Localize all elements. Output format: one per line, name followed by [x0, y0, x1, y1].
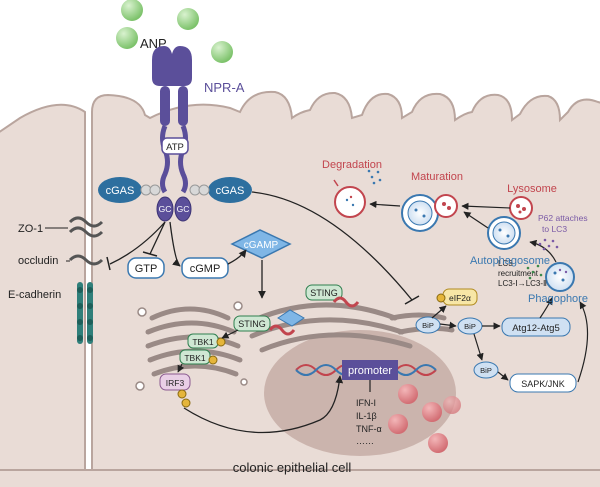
arrow-tbk1-to-irf3	[177, 363, 185, 373]
arrow-atg-to-phagophore	[539, 297, 553, 319]
sting-protein-left	[233, 315, 296, 336]
atg-label: Atg12-Atg5	[512, 323, 560, 334]
cytokine-1: IFN-I	[356, 398, 376, 408]
gtp-label: GTP	[135, 263, 158, 275]
degradation-debris	[367, 169, 382, 185]
left-cell	[0, 103, 86, 471]
atp-label: ATP	[166, 142, 184, 153]
bip-1	[415, 316, 441, 334]
tbk1-dimer	[179, 333, 226, 365]
cgamp-bound	[277, 309, 305, 327]
p62-line-1: P62 attaches	[538, 213, 588, 223]
eif2a-label: eIF2α	[449, 293, 471, 303]
maturation-label: Maturation	[411, 171, 463, 183]
atg-box	[501, 317, 571, 337]
cell-base	[0, 469, 600, 487]
cgas-right-label: cGAS	[216, 185, 245, 197]
arrow-sting-to-tbk1	[221, 329, 239, 339]
inhibit-cgas-to-er	[251, 191, 413, 301]
lysosome-vesicle	[509, 196, 533, 220]
bip-1-label: BiP	[422, 321, 434, 330]
gc-label-right: GC	[177, 204, 190, 214]
promoter-label: promoter	[348, 365, 392, 377]
lc3-line-2: recruitment	[498, 269, 539, 278]
cytokine-3: TNF-α	[356, 424, 382, 434]
occludin-label: occludin	[18, 255, 58, 267]
sapk-box	[509, 373, 577, 393]
arrow-cgmp-to-cgamp	[227, 249, 247, 265]
irf3-label: IRF3	[166, 378, 185, 388]
arrow-bip-to-sapk	[497, 371, 509, 381]
arrow-phagophore-to-autophagosome	[529, 239, 557, 263]
eif2a-protein	[436, 288, 478, 306]
bip-2-label: BiP	[464, 322, 476, 331]
cytokine-4: ……	[356, 436, 374, 446]
promoter-box	[342, 360, 398, 380]
junction-proteins	[68, 216, 104, 344]
degradation-label: Degradation	[322, 159, 382, 171]
lysosome-label: Lysosome	[507, 183, 557, 195]
arrow-irf3-to-promoter	[183, 375, 344, 434]
npr-a-label: NPR-A	[204, 80, 245, 95]
npr-a-receptor	[152, 46, 192, 222]
irf3-protein	[159, 373, 191, 408]
arrow-sapk-to-phagophore	[577, 301, 589, 383]
phagophore-label: Phagophore	[528, 293, 588, 305]
sting-protein-top	[305, 284, 360, 308]
inhibit-to-junction	[109, 221, 166, 265]
lc3-line-1: LC3	[498, 259, 513, 268]
tbk1-bottom-label: TBK1	[184, 353, 206, 363]
bip-3-label: BiP	[480, 366, 492, 375]
tbk1-top-label: TBK1	[192, 337, 214, 347]
cgas-left-label: cGAS	[106, 185, 135, 197]
p62-line-2: to LC3	[542, 224, 567, 234]
nucleus	[264, 330, 456, 456]
lc3-dots	[526, 264, 543, 280]
sting-left-label: STING	[238, 319, 266, 329]
atp-box	[161, 137, 189, 155]
autophagosome-label: Autophagosome	[470, 255, 550, 267]
gc-label-left: GC	[159, 204, 172, 214]
cell-name: colonic epithelial cell	[233, 460, 352, 475]
gtp-box	[127, 257, 165, 279]
e-cadherin-label: E-cadherin	[8, 289, 61, 301]
inhibit-bar-junction	[106, 256, 111, 271]
e-cadherin-dimer	[77, 282, 93, 344]
arrow-maturation-to-degradation	[369, 200, 401, 209]
cgas-left	[98, 177, 161, 203]
cgamp-diamond	[230, 229, 292, 259]
cytokine-droplets	[388, 384, 461, 453]
zo1-label: ZO-1	[18, 223, 43, 235]
lc3-line-3: LC3-Ⅰ→LC3-Ⅱ	[498, 279, 547, 288]
sting-top-label: STING	[310, 288, 338, 298]
maturation-vesicle	[401, 194, 458, 232]
cytokine-2: IL-1β	[356, 411, 377, 421]
cgamp-label: cGAMP	[244, 240, 279, 251]
arrow-bip-down	[473, 333, 484, 361]
degradation-vesicle	[333, 179, 366, 218]
arrow-lysosome-to-maturation	[461, 202, 511, 210]
inhibit-bar-er	[404, 295, 420, 305]
zo1-strand	[68, 216, 104, 238]
arrow-gc-to-cgmp	[169, 221, 181, 267]
p62-dots	[538, 238, 559, 251]
inhibit-gc-to-gtp	[149, 221, 166, 255]
inhibit-bar-gtp	[142, 251, 158, 257]
bip-3	[473, 361, 499, 379]
phagophore-vesicle	[545, 262, 575, 292]
arrow-autophagosome-to-maturation	[463, 211, 489, 229]
arrow-bip-to-bip	[439, 321, 457, 329]
sapk-label: SAPK/JNK	[521, 379, 565, 389]
autophagosome-vesicle	[487, 216, 521, 250]
arrow-bip-to-eif2a	[431, 305, 447, 319]
cgas-right	[189, 177, 252, 203]
occludin-strand	[68, 254, 104, 266]
cgmp-box	[181, 257, 229, 279]
cgmp-label: cGMP	[190, 263, 221, 275]
